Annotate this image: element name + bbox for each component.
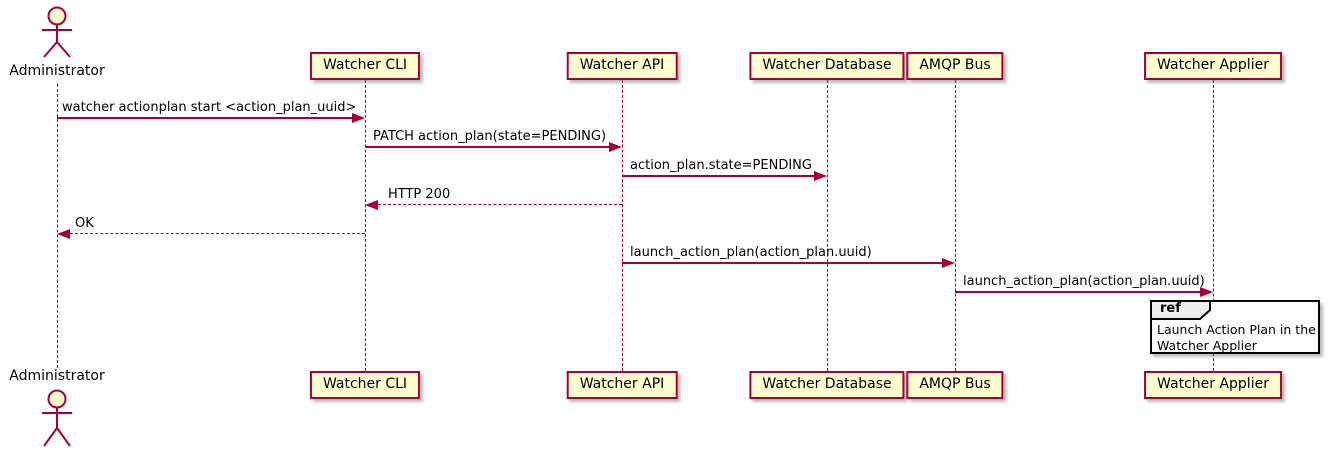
message-arrow xyxy=(622,262,943,264)
participant-box-watcher-applier-top: Watcher Applier xyxy=(1144,52,1282,80)
participant-box-watcher-cli-top: Watcher CLI xyxy=(309,52,421,80)
message-arrow xyxy=(955,291,1201,293)
lifeline-amqp-bus xyxy=(955,80,956,371)
message-arrow xyxy=(378,204,622,205)
actor-administrator-bottom: Administrator xyxy=(9,368,105,384)
message-arrow xyxy=(57,117,353,119)
arrowhead-icon xyxy=(942,258,955,268)
ref-fragment: ref Launch Action Plan in the Watcher Ap… xyxy=(1150,300,1320,354)
participant-box-watcher-api-top: Watcher API xyxy=(566,52,678,80)
actor-administrator-top: Administrator xyxy=(9,63,105,79)
lifeline-watcher-applier xyxy=(1213,80,1214,371)
actor-icon xyxy=(37,5,77,59)
participant-box-amqp-bus-bottom: AMQP Bus xyxy=(906,371,1004,399)
participant-box-watcher-cli-bottom: Watcher CLI xyxy=(309,371,421,399)
participant-box-watcher-database-top: Watcher Database xyxy=(749,52,905,80)
message-label: launch_action_plan(action_plan.uuid) xyxy=(963,274,1205,289)
message-label: watcher actionplan start <action_plan_uu… xyxy=(62,100,357,115)
ref-header-pentagon-icon: ref xyxy=(1150,300,1212,320)
message-arrow xyxy=(70,233,365,234)
ref-keyword: ref xyxy=(1160,301,1181,316)
arrowhead-icon xyxy=(365,200,378,210)
participant-box-amqp-bus-top: AMQP Bus xyxy=(906,52,1004,80)
participant-box-watcher-api-bottom: Watcher API xyxy=(566,371,678,399)
arrowhead-icon xyxy=(57,229,70,239)
arrowhead-icon xyxy=(352,113,365,123)
message-label: OK xyxy=(75,216,94,231)
arrowhead-icon xyxy=(1200,287,1213,297)
message-label: PATCH action_plan(state=PENDING) xyxy=(373,129,607,144)
message-arrow xyxy=(622,175,815,177)
lifeline-watcher-database xyxy=(827,80,828,371)
participant-box-watcher-applier-bottom: Watcher Applier xyxy=(1144,371,1282,399)
participant-box-watcher-database-bottom: Watcher Database xyxy=(749,371,905,399)
arrowhead-icon xyxy=(609,142,622,152)
arrowhead-icon xyxy=(814,171,827,181)
message-label: action_plan.state=PENDING xyxy=(630,158,812,173)
message-label: HTTP 200 xyxy=(388,187,451,202)
lifeline-watcher-api xyxy=(622,80,623,371)
message-arrow xyxy=(365,146,610,148)
message-label: launch_action_plan(action_plan.uuid) xyxy=(630,245,872,260)
ref-text: Launch Action Plan in the Watcher Applie… xyxy=(1157,322,1316,353)
lifeline-watcher-cli xyxy=(365,80,366,371)
actor-icon xyxy=(37,386,77,454)
lifeline-administrator xyxy=(57,84,58,368)
